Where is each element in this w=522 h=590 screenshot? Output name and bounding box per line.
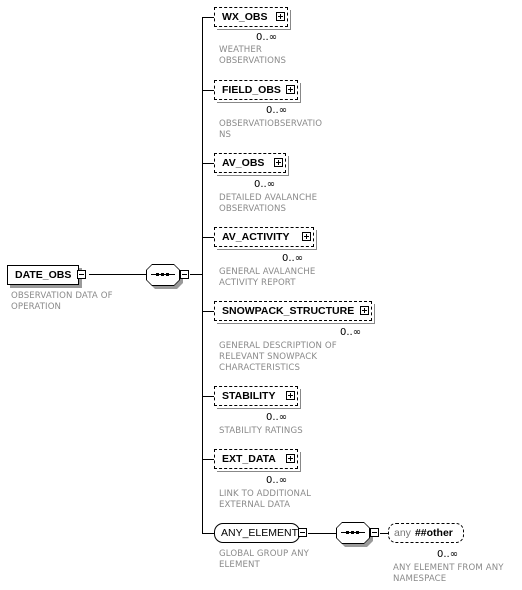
element-av-activity[interactable]: AV_ACTIVITY <box>214 227 314 247</box>
occurrence-label: 0..∞ <box>266 412 288 423</box>
any-label: any <box>394 527 411 539</box>
occurrence-label: 0..∞ <box>256 32 278 43</box>
occurrence-label: 0..∞ <box>254 179 276 190</box>
collapse-icon[interactable] <box>370 528 379 537</box>
any-namespace: ##other <box>414 527 453 539</box>
element-stability[interactable]: STABILITY <box>214 386 298 406</box>
element-label: FIELD_OBS <box>222 84 281 96</box>
occurrence-label: 0..∞ <box>340 327 362 338</box>
expand-icon[interactable] <box>276 12 285 21</box>
element-wx-obs[interactable]: WX_OBS <box>214 7 288 27</box>
sequence-dot-icon <box>161 273 164 276</box>
sequence-compositor[interactable] <box>146 264 192 288</box>
element-label: AV_OBS <box>222 157 265 169</box>
expand-icon[interactable] <box>274 158 283 167</box>
element-label: STABILITY <box>222 390 276 402</box>
sequence-dot-icon <box>356 531 359 534</box>
element-field-obs[interactable]: FIELD_OBS <box>214 80 298 100</box>
element-label: AV_ACTIVITY <box>222 231 290 243</box>
sequence-dot-icon <box>346 531 349 534</box>
sequence-dot-icon <box>351 531 354 534</box>
collapse-icon[interactable] <box>77 270 86 279</box>
element-snowpack-structure[interactable]: SNOWPACK_STRUCTURE <box>214 301 372 321</box>
sequence-dot-icon <box>156 273 159 276</box>
expand-icon[interactable] <box>286 454 295 463</box>
expand-icon[interactable] <box>286 391 295 400</box>
group-label: ANY_ELEMENT <box>221 527 299 539</box>
occurrence-label: 0..∞ <box>266 105 288 116</box>
collapse-icon[interactable] <box>180 270 189 279</box>
occurrence-label: 0..∞ <box>437 549 459 560</box>
expand-icon[interactable] <box>360 306 369 315</box>
element-label: WX_OBS <box>222 11 268 23</box>
element-description: STABILITY RATINGS <box>219 426 303 436</box>
sequence-compositor-group[interactable] <box>336 522 382 546</box>
occurrence-label: 0..∞ <box>282 253 304 264</box>
expand-icon[interactable] <box>286 85 295 94</box>
group-any-element[interactable]: ANY_ELEMENT <box>214 523 300 543</box>
root-element-date-obs[interactable]: DATE_OBS <box>7 265 79 285</box>
expand-icon[interactable] <box>302 232 311 241</box>
any-wildcard[interactable]: any##other <box>388 523 464 543</box>
element-av-obs[interactable]: AV_OBS <box>214 153 286 173</box>
collapse-icon[interactable] <box>298 528 307 537</box>
element-label: EXT_DATA <box>222 453 276 465</box>
sequence-dot-icon <box>166 273 169 276</box>
occurrence-label: 0..∞ <box>266 475 288 486</box>
root-element-label: DATE_OBS <box>15 269 72 281</box>
element-ext-data[interactable]: EXT_DATA <box>214 449 298 469</box>
element-label: SNOWPACK_STRUCTURE <box>222 305 355 317</box>
